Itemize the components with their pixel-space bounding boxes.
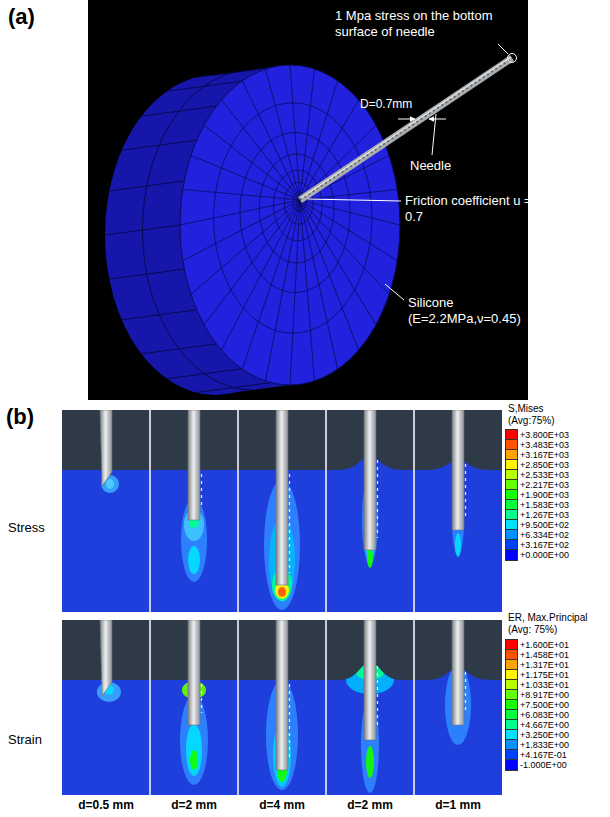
legend-swatch	[506, 520, 517, 530]
legend-swatch	[506, 510, 517, 520]
legend-value: +1.833E+00	[520, 740, 569, 750]
contact-annotation: Friction coefficient u = 0.7	[405, 193, 545, 224]
legend-value: +3.800E+03	[520, 430, 569, 440]
legend-swatch	[506, 430, 517, 440]
legend-swatch	[506, 460, 517, 470]
legend-value: +3.167E+03	[520, 450, 569, 460]
legend-value: +6.083E+00	[520, 710, 569, 720]
legend-subtitle: (Avg:75%)	[508, 415, 555, 427]
contour-cell	[414, 620, 502, 795]
legend-value: +1.175E+01	[520, 670, 569, 680]
legend-swatch	[506, 690, 517, 700]
legend-swatch	[506, 640, 517, 650]
cell-divider	[413, 410, 415, 795]
panel-label: (a)	[8, 4, 35, 30]
contour-cell	[238, 410, 326, 612]
contour-cell	[150, 620, 238, 795]
legend-swatch	[506, 540, 517, 550]
mesh-line	[214, 103, 372, 333]
legend-swatch	[506, 750, 517, 760]
part-label: Needle	[410, 158, 451, 174]
mesh-lines	[180, 65, 400, 385]
depth-label: d=1 mm	[435, 798, 481, 812]
panel-label: (b)	[6, 404, 34, 430]
legend-title: ER, Max.Principal	[508, 612, 587, 624]
legend-swatch	[506, 680, 517, 690]
legend-swatch	[506, 470, 517, 480]
legend-value: +1.583E+03	[520, 500, 569, 510]
cell-divider	[325, 410, 327, 795]
cell-divider	[237, 410, 239, 795]
contour-cell	[414, 410, 502, 612]
legend-swatch	[506, 720, 517, 730]
depth-label: d=2 mm	[347, 798, 393, 812]
contour-cell	[150, 410, 238, 612]
mesh-line	[259, 154, 334, 263]
legend-swatch	[506, 700, 517, 710]
legend-value: +6.334E+02	[520, 530, 569, 540]
legend-subtitle: (Avg: 75%)	[508, 624, 557, 636]
silicone-face	[180, 65, 400, 385]
legend-swatch	[506, 710, 517, 720]
legend-swatch	[506, 530, 517, 540]
legend-value: +8.917E+00	[520, 690, 569, 700]
contour-cell	[62, 620, 150, 795]
legend-value: -1.000E+00	[520, 760, 567, 770]
legend-value: +1.458E+01	[520, 650, 569, 660]
legend-swatch	[506, 740, 517, 750]
contour-cell	[238, 620, 326, 795]
legend-value: +1.900E+03	[520, 490, 569, 500]
legend-swatch	[506, 660, 517, 670]
legend-value: +3.167E+02	[520, 540, 569, 550]
legend-value: +2.850E+03	[520, 460, 569, 470]
legend-swatch	[506, 550, 517, 560]
row-label: Strain	[8, 732, 42, 748]
legend-value: +3.250E+00	[520, 730, 569, 740]
legend-swatch	[506, 490, 517, 500]
depth-label: d=0.5 mm	[78, 798, 134, 812]
legend-value: +9.500E+02	[520, 520, 569, 530]
legend-value: +7.500E+00	[520, 700, 569, 710]
contour-cell	[326, 620, 414, 795]
depth-label: d=4 mm	[259, 798, 305, 812]
mesh-line	[240, 133, 350, 293]
contour-plots	[62, 410, 502, 795]
legend-value: +2.217E+03	[520, 480, 569, 490]
legend-value: +1.267E+03	[520, 510, 569, 520]
legend-value: +1.600E+01	[520, 640, 569, 650]
legend-value: +4.667E+00	[520, 720, 569, 730]
contour-cell	[62, 410, 150, 612]
mesh-line	[284, 182, 313, 224]
row-label: Stress	[8, 520, 45, 536]
needle	[300, 54, 517, 201]
legend-swatch	[506, 730, 517, 740]
legend-value: +1.317E+01	[520, 660, 569, 670]
mesh-line	[274, 170, 322, 240]
depth-label: d=2 mm	[171, 798, 217, 812]
legend-swatch	[506, 450, 517, 460]
cell-divider	[149, 410, 151, 795]
load-annotation: 1 Mpa stress on the bottom surface of ne…	[335, 8, 523, 39]
legend-swatch	[506, 500, 517, 510]
legend-value: +4.167E-01	[520, 750, 567, 760]
legend-value: +2.533E+03	[520, 470, 569, 480]
legend-swatch	[506, 650, 517, 660]
legend-value: +1.033E+01	[520, 680, 569, 690]
material-annotation: Silicone (E=2.2MPa,ν=0.45)	[408, 295, 538, 326]
legend-swatch	[506, 440, 517, 450]
legend-swatch	[506, 670, 517, 680]
dimension-label: D=0.7mm	[360, 97, 412, 111]
leader-lines	[308, 44, 508, 300]
legend-swatch	[506, 480, 517, 490]
legend-value: +0.000E+00	[520, 550, 569, 560]
legend-swatch	[506, 760, 517, 770]
legend-value: +3.483E+03	[520, 440, 569, 450]
legend-title: S,Mises	[508, 403, 544, 415]
contour-cell	[326, 410, 414, 612]
